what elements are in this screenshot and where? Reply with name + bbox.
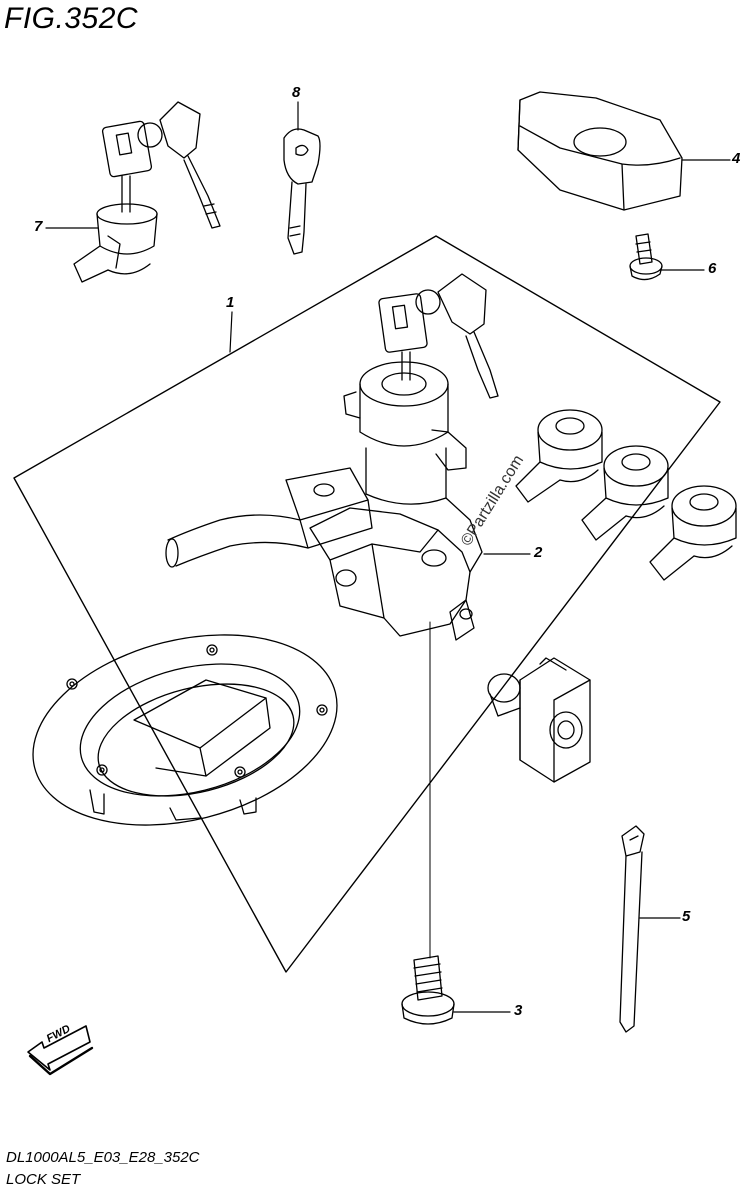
ignition-cable	[165, 514, 309, 568]
cover-part-4	[517, 91, 683, 211]
seat-lock-part-7	[73, 101, 221, 283]
callout-6: 6	[708, 260, 717, 277]
callout-4: 4	[732, 150, 741, 167]
ignition-keys	[378, 273, 499, 399]
cable-tie-part-5	[619, 825, 645, 1033]
box-lock	[487, 657, 591, 783]
callout-1: 1	[226, 294, 235, 311]
figure-title: FIG.352C	[4, 2, 139, 35]
ignition-switch	[285, 361, 483, 641]
callout-5: 5	[682, 908, 691, 925]
fuel-cap-lock	[32, 634, 338, 826]
leader-1	[229, 311, 233, 353]
bolt-part-6	[629, 233, 663, 281]
small-lock-c	[649, 485, 737, 581]
lock-set-boundary	[13, 235, 721, 973]
screw-part-3	[401, 955, 455, 1025]
figure-name: LOCK SET	[6, 1171, 81, 1188]
blank-key-part-8	[283, 128, 321, 255]
figure-code: DL1000AL5_E03_E28_352C	[6, 1149, 200, 1166]
leader-lines	[45, 101, 731, 1013]
callout-7: 7	[34, 218, 43, 235]
callout-2: 2	[534, 544, 543, 561]
small-lock-b	[581, 445, 669, 541]
small-lock-a	[515, 409, 603, 503]
callout-3: 3	[514, 1002, 523, 1019]
callout-8: 8	[292, 84, 301, 101]
fwd-arrow-icon	[27, 1025, 94, 1076]
